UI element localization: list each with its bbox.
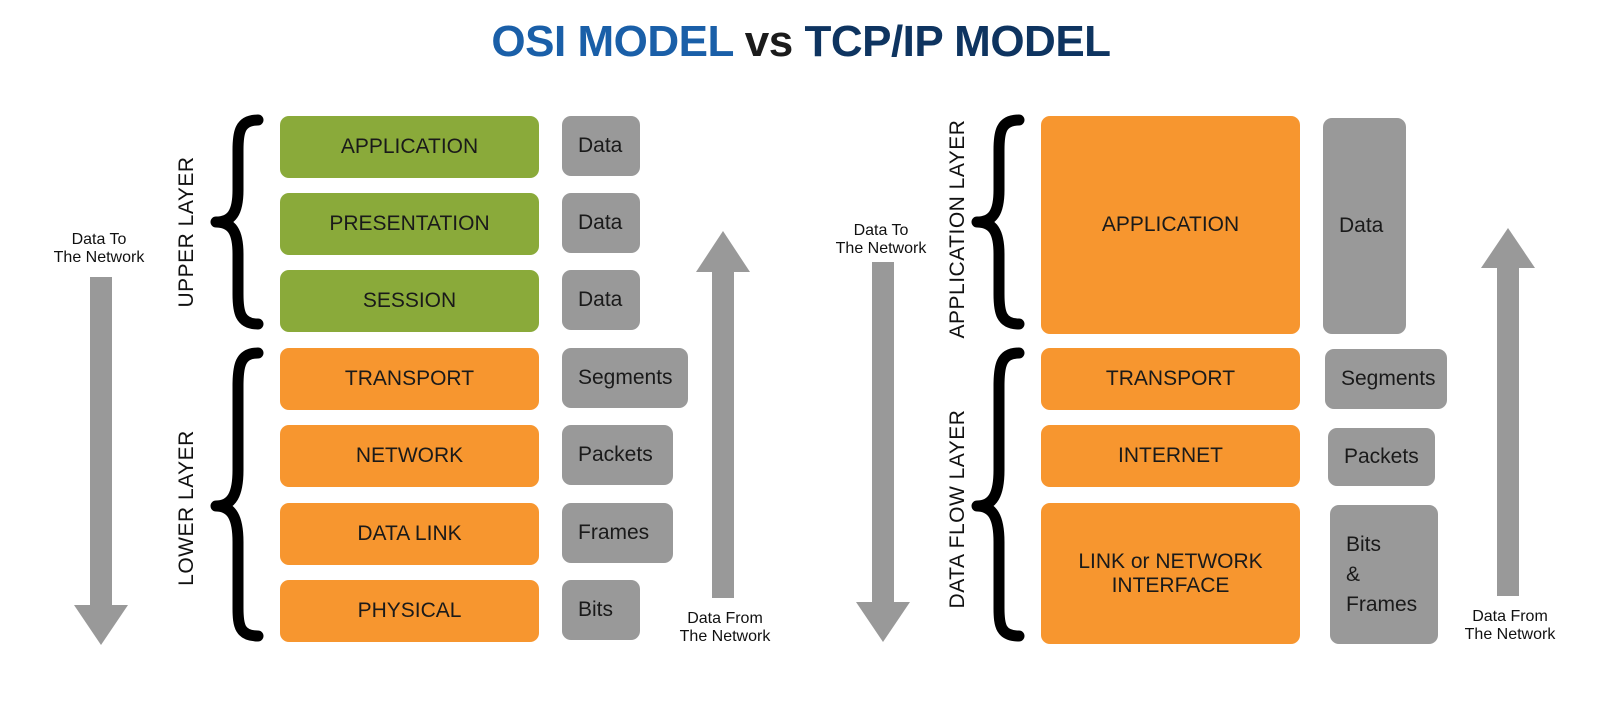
tcp-unit-bits-line2: & (1346, 562, 1361, 586)
title-osi: OSI MODEL (491, 17, 734, 66)
tcp-layer-link-line1: LINK or NETWORK (1078, 549, 1263, 573)
tcp-from-network-line2: The Network (1464, 626, 1556, 643)
tcp-layer-internet: INTERNET (1041, 425, 1300, 487)
osi-down-arrow (74, 277, 128, 645)
osi-layer-session: SESSION (280, 270, 539, 332)
osi-to-network-line2: The Network (53, 249, 145, 266)
title-tcpip: TCP/IP MODEL (804, 17, 1111, 66)
osi-to-network-label: Data To The Network (39, 231, 159, 267)
tcp-unit-segments: Segments (1325, 349, 1447, 409)
tcp-to-network-line2: The Network (835, 240, 927, 257)
osi-upper-layer-label: UPPER LAYER (175, 156, 198, 308)
osi-from-network-line1: Data From (687, 610, 763, 627)
tcp-unit-data: Data (1323, 118, 1406, 334)
osi-up-arrow (696, 231, 750, 598)
osi-unit-data-link: Frames (562, 503, 673, 563)
tcp-application-layer-label: APPLICATION LAYER (946, 119, 969, 339)
tcp-unit-bits-frames: Bits & Frames (1330, 505, 1438, 644)
osi-lower-layer-label: LOWER LAYER (175, 430, 198, 586)
tcp-unit-bits-line3: Frames (1346, 592, 1418, 616)
tcp-layer-transport: TRANSPORT (1041, 348, 1300, 410)
osi-unit-transport: Segments (562, 348, 688, 408)
tcp-to-network-line1: Data To (853, 222, 909, 239)
osi-unit-application: Data (562, 116, 640, 176)
tcp-flow-brace (971, 347, 1025, 642)
tcp-app-brace (971, 114, 1025, 330)
osi-from-network-line2: The Network (679, 628, 771, 645)
osi-layer-physical: PHYSICAL (280, 580, 539, 642)
tcp-layer-link-line2: INTERFACE (1111, 573, 1230, 597)
osi-layer-data-link: DATA LINK (280, 503, 539, 565)
title-vs: vs (744, 17, 793, 66)
osi-upper-brace (210, 114, 264, 330)
tcp-unit-bits-line1: Bits (1346, 532, 1382, 556)
osi-unit-session: Data (562, 270, 640, 330)
osi-layer-network: NETWORK (280, 425, 539, 487)
tcp-up-arrow (1481, 228, 1535, 596)
tcp-from-network-label: Data From The Network (1450, 608, 1570, 644)
osi-unit-network: Packets (562, 425, 673, 485)
osi-from-network-label: Data From The Network (665, 610, 785, 646)
tcp-layer-link: LINK or NETWORK INTERFACE (1041, 503, 1300, 644)
tcp-from-network-line1: Data From (1472, 608, 1548, 625)
osi-unit-presentation: Data (562, 193, 640, 253)
tcp-layer-application: APPLICATION (1041, 116, 1300, 334)
osi-to-network-line1: Data To (71, 231, 127, 248)
tcp-to-network-label: Data To The Network (821, 222, 941, 258)
osi-layer-presentation: PRESENTATION (280, 193, 539, 255)
tcp-down-arrow (856, 262, 910, 642)
osi-layer-transport: TRANSPORT (280, 348, 539, 410)
page-title: OSI MODEL vs TCP/IP MODEL (0, 14, 1602, 70)
tcp-unit-packets: Packets (1328, 428, 1435, 486)
osi-layer-application: APPLICATION (280, 116, 539, 178)
osi-unit-physical: Bits (562, 580, 640, 640)
tcp-data-flow-layer-label: DATA FLOW LAYER (946, 409, 969, 609)
osi-lower-brace (210, 347, 264, 642)
